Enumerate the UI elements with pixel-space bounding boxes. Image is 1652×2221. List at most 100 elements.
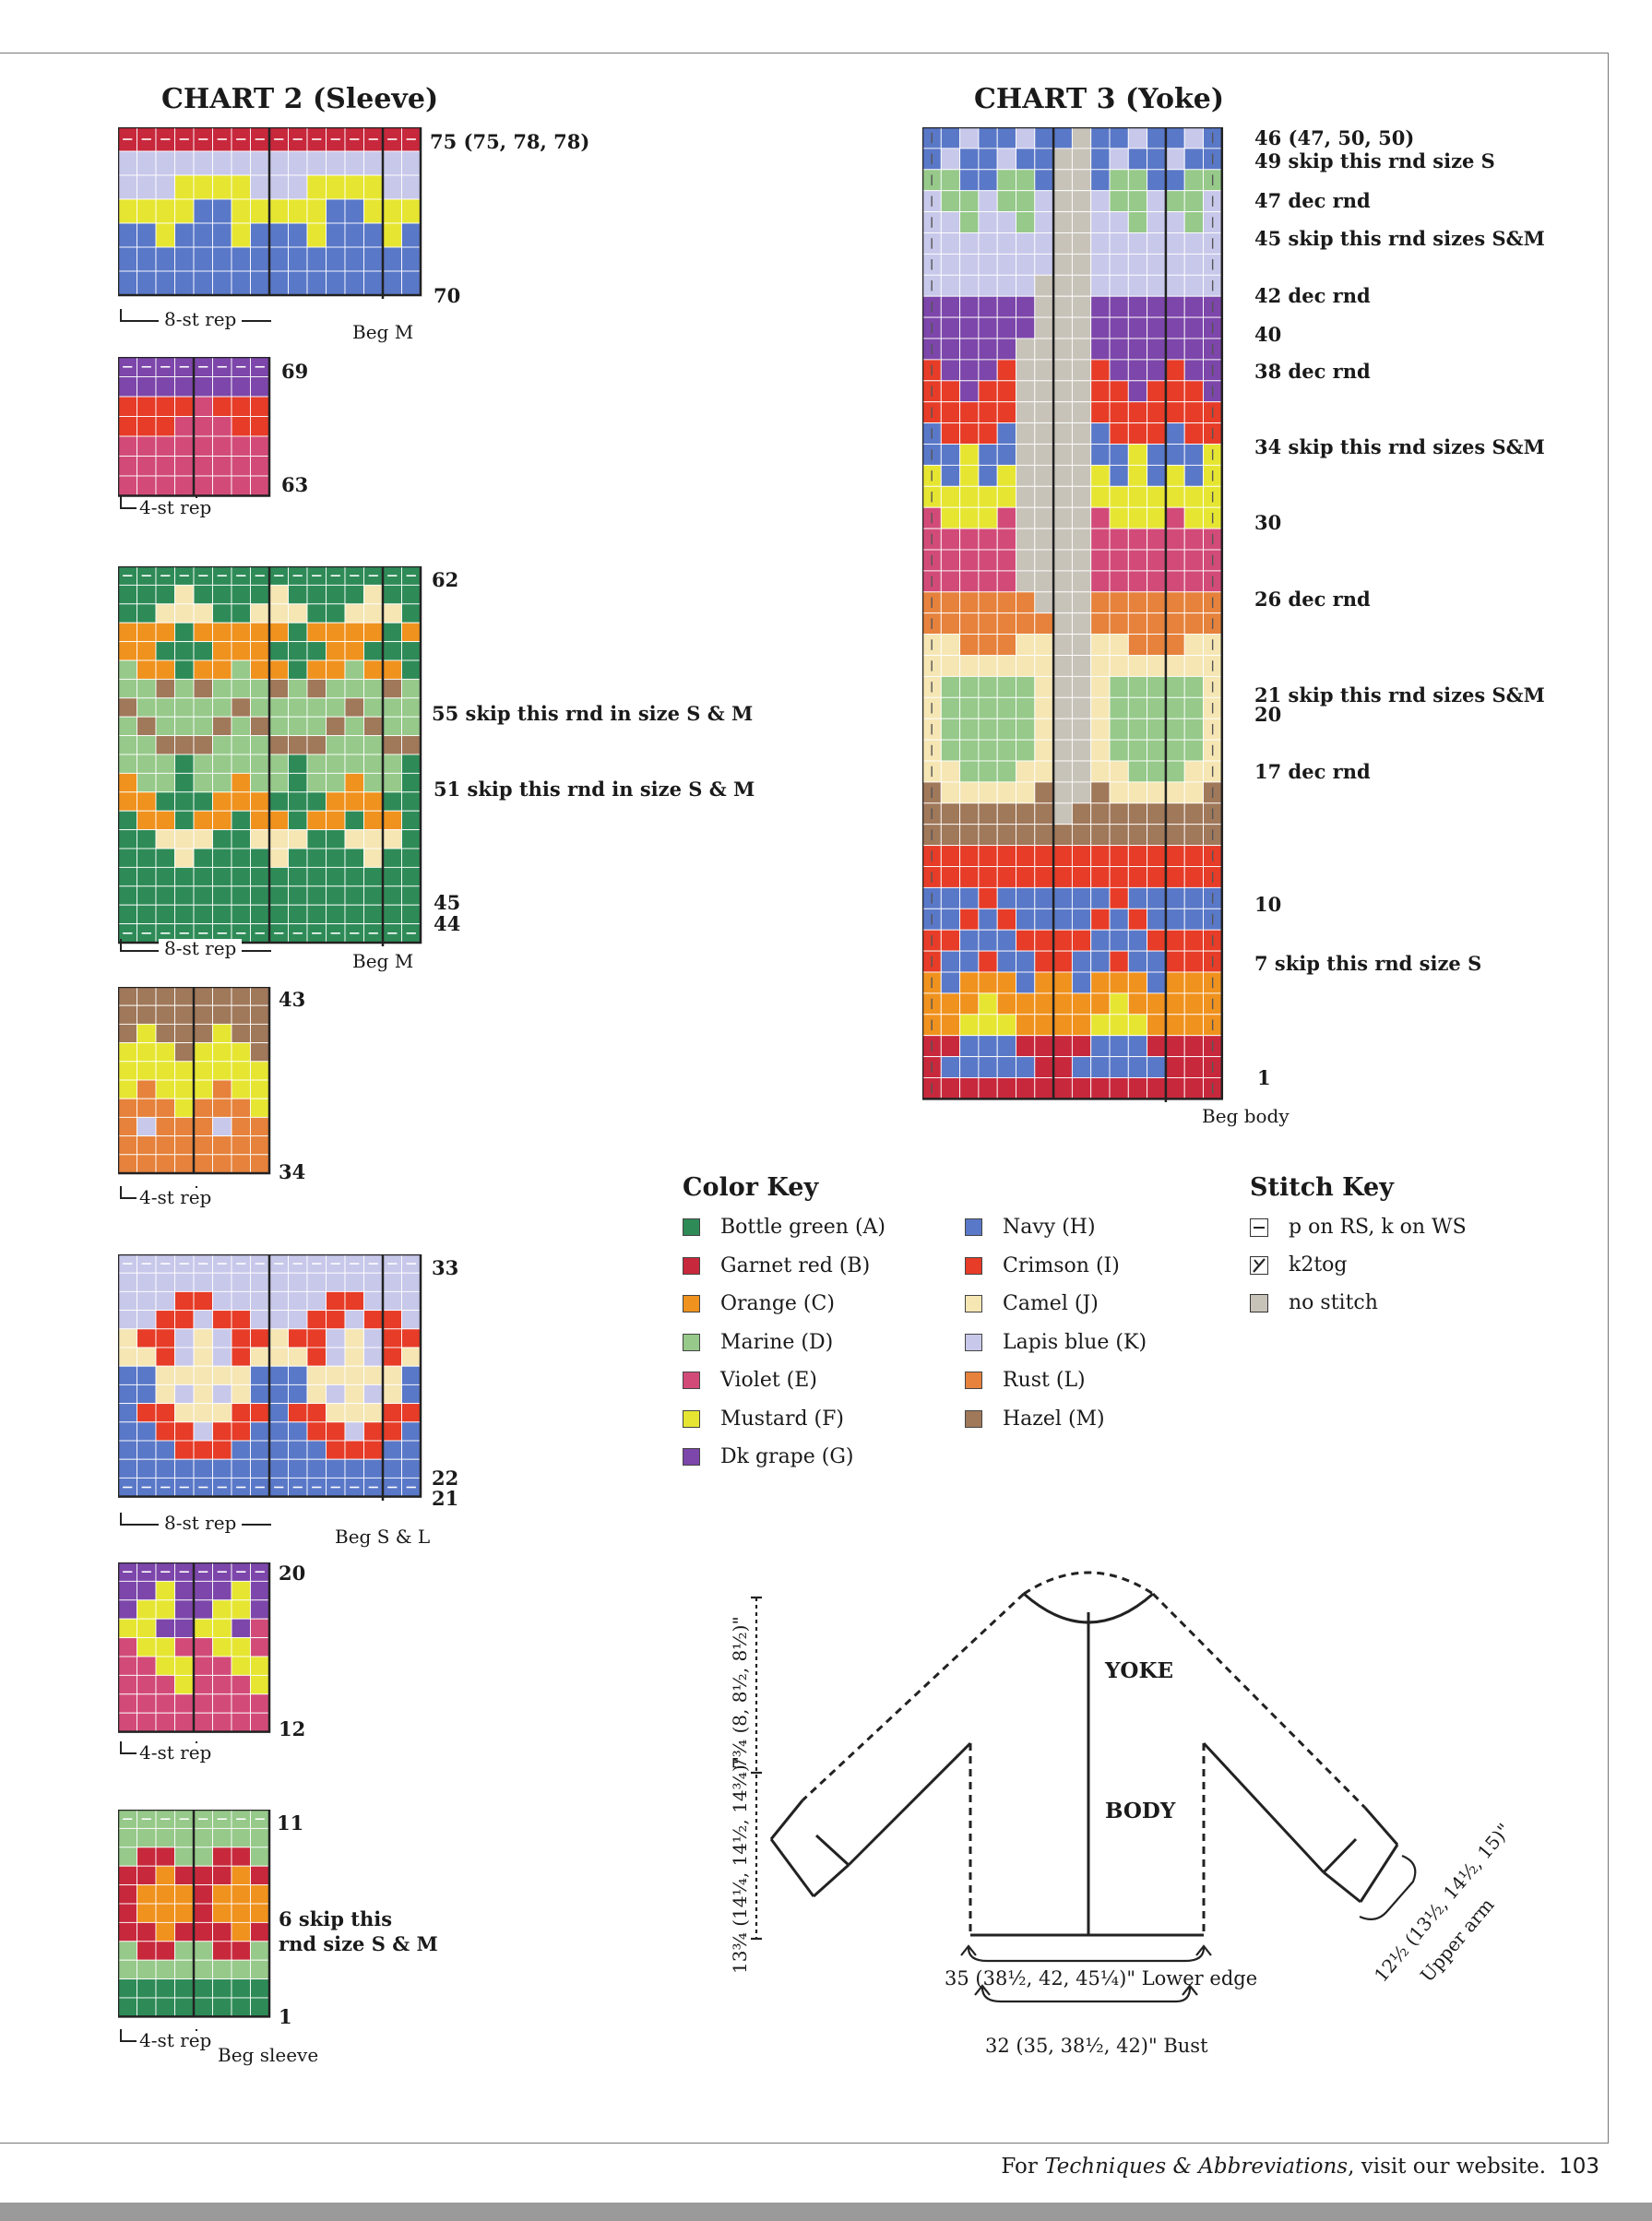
color-swatch (683, 1372, 700, 1389)
stitch-key-label: no stitch (1289, 1291, 1378, 1314)
chart3-row-34: 34 skip this rnd sizes S&M (1254, 435, 1545, 458)
cardigan-schematic (751, 1571, 1417, 2003)
stitch-key-purl: p on RS, k on WS (1250, 1216, 1467, 1239)
chart2-row-11: 11 (277, 1811, 304, 1835)
color-key-item: Crimson (I) (965, 1254, 1120, 1277)
color-swatch (965, 1295, 982, 1312)
scan-edge (0, 2203, 1652, 2221)
chart3-row-38: 38 dec rnd (1254, 360, 1371, 383)
chart2-rep-4b: 4-st rep (137, 1188, 215, 1206)
page-number: 103 (1559, 2155, 1599, 2179)
color-swatch (683, 1409, 700, 1428)
color-key-label: Lapis blue (K) (1003, 1330, 1147, 1354)
chart2-block-rows-12-20 (118, 1562, 271, 1733)
chart2-rep-4d: 4-st rep (137, 2031, 215, 2049)
schematic-yoke: YOKE (1105, 1658, 1173, 1683)
chart3-row-45: 45 skip this rnd sizes S&M (1254, 227, 1545, 250)
color-key-item: Violet (E) (683, 1369, 817, 1392)
chart3-row-47: 47 dec rnd (1254, 189, 1371, 212)
chart2-row-1: 1 (279, 2005, 292, 2028)
chart2-row-12: 12 (279, 1717, 306, 1740)
chart3-row-40: 40 (1254, 323, 1282, 346)
chart2-row-21: 21 (432, 1487, 459, 1510)
stitch-key-no-stitch: no stitch (1250, 1291, 1378, 1314)
color-swatch (965, 1256, 982, 1275)
chart2-row-6-a: 6 skip this (279, 1907, 393, 1930)
chart2-block-rows-70-75 (118, 127, 422, 299)
chart3-row-30: 30 (1254, 511, 1282, 534)
stitch-key-label: p on RS, k on WS (1289, 1216, 1467, 1239)
chart3-title: CHART 3 (Yoke) (974, 83, 1225, 115)
schematic-body-length: 13¾ (14¼, 14½, 14¾)" (729, 1756, 751, 1974)
color-key-label: Rust (L) (1003, 1369, 1086, 1392)
schematic-lower-edge: 35 (38½, 42, 45¼)" Lower edge (945, 1967, 1258, 1989)
chart2-row-62: 62 (432, 568, 459, 591)
chart2-rep-8c: 8-st rep (159, 1514, 243, 1532)
color-key-label: Bottle green (A) (720, 1216, 885, 1239)
color-key-item: Camel (J) (965, 1292, 1099, 1315)
color-swatch (965, 1372, 982, 1389)
stitch-key-label: k2tog (1289, 1253, 1348, 1277)
chart2-row-33: 33 (432, 1256, 459, 1279)
chart3-row-21: 21 skip this rnd sizes S&M (1254, 683, 1545, 707)
page-footer: For Techniques & Abbreviations, visit ou… (1001, 2155, 1599, 2179)
k2tog-slash-icon (1250, 1255, 1268, 1275)
chart2-row-44: 44 (434, 912, 461, 935)
chart3-row-17: 17 dec rnd (1254, 760, 1371, 783)
color-key-item: Lapis blue (K) (965, 1331, 1147, 1354)
chart2-rep-8a: 8-st rep (159, 310, 243, 328)
color-swatch (683, 1448, 700, 1466)
chart2-row-51: 51 skip this rnd in size S & M (434, 778, 755, 801)
chart3-row-7: 7 skip this rnd size S (1254, 952, 1482, 975)
color-swatch (683, 1256, 700, 1275)
schematic-bust: 32 (35, 38½, 42)" Bust (985, 2035, 1208, 2057)
color-key-item: Mustard (F) (683, 1407, 844, 1431)
color-key-label: Navy (H) (1003, 1216, 1096, 1239)
chart3-row-1: 1 (1257, 1066, 1271, 1089)
schematic-yoke-depth: 7¾ (8, 8½, 8½)" (729, 1616, 751, 1769)
stitch-key-k2tog: k2tog (1250, 1253, 1348, 1277)
color-swatch (965, 1218, 982, 1236)
color-key-item: Dk grape (G) (683, 1445, 854, 1468)
chart2-row-34: 34 (279, 1160, 306, 1183)
color-key-item: Bottle green (A) (683, 1216, 885, 1239)
chart3-yoke-grid (922, 127, 1224, 1103)
chart2-beg-m-b: Beg M (352, 950, 414, 972)
chart3-row-49: 49 skip this rnd size S (1254, 149, 1495, 172)
color-swatch (965, 1409, 982, 1428)
chart2-row-70: 70 (434, 284, 461, 307)
chart2-block-rows-21-33 (118, 1254, 422, 1501)
color-swatch (965, 1333, 982, 1351)
chart2-beg-m-a: Beg M (352, 321, 414, 343)
color-key-item: Orange (C) (683, 1292, 835, 1315)
chart2-rep-4c: 4-st rep (137, 1743, 215, 1762)
color-swatch (683, 1333, 700, 1351)
chart2-block-rows-34-43 (118, 987, 271, 1175)
chart2-row-63: 63 (281, 473, 309, 496)
chart2-title: CHART 2 (Sleeve) (161, 83, 439, 115)
chart2-block-rows-44-62 (118, 566, 422, 946)
color-key-label: Marine (D) (720, 1330, 834, 1354)
chart3-row-10: 10 (1254, 893, 1282, 916)
chart3-row-46: 46 (47, 50, 50) (1254, 126, 1415, 149)
color-key-item: Navy (H) (965, 1216, 1096, 1239)
color-key-label: Crimson (I) (1003, 1253, 1120, 1277)
color-key-label: Garnet red (B) (720, 1253, 871, 1277)
chart2-row-75: 75 (75, 78, 78) (430, 130, 590, 153)
footer-text: , visit our website. (1348, 2155, 1547, 2179)
footer-italic: Techniques & Abbreviations (1044, 2155, 1349, 2179)
color-key-label: Mustard (F) (720, 1407, 844, 1431)
chart2-rep-8b: 8-st rep (159, 939, 243, 957)
chart2-row-55: 55 skip this rnd in size S & M (432, 702, 754, 725)
color-key-item: Garnet red (B) (683, 1254, 870, 1277)
color-key-label: Dk grape (G) (720, 1445, 854, 1468)
color-key-label: Camel (J) (1003, 1292, 1099, 1315)
chart2-block-rows-1-11 (118, 1810, 271, 2018)
no-stitch-gray-icon (1250, 1293, 1268, 1312)
schematic-body: BODY (1105, 1799, 1176, 1823)
color-key-item: Rust (L) (965, 1369, 1086, 1392)
chart3-row-20: 20 (1254, 703, 1282, 726)
color-key-label: Hazel (M) (1003, 1407, 1105, 1431)
chart2-beg-s-l: Beg S & L (335, 1526, 431, 1548)
page-frame (0, 53, 1609, 2144)
